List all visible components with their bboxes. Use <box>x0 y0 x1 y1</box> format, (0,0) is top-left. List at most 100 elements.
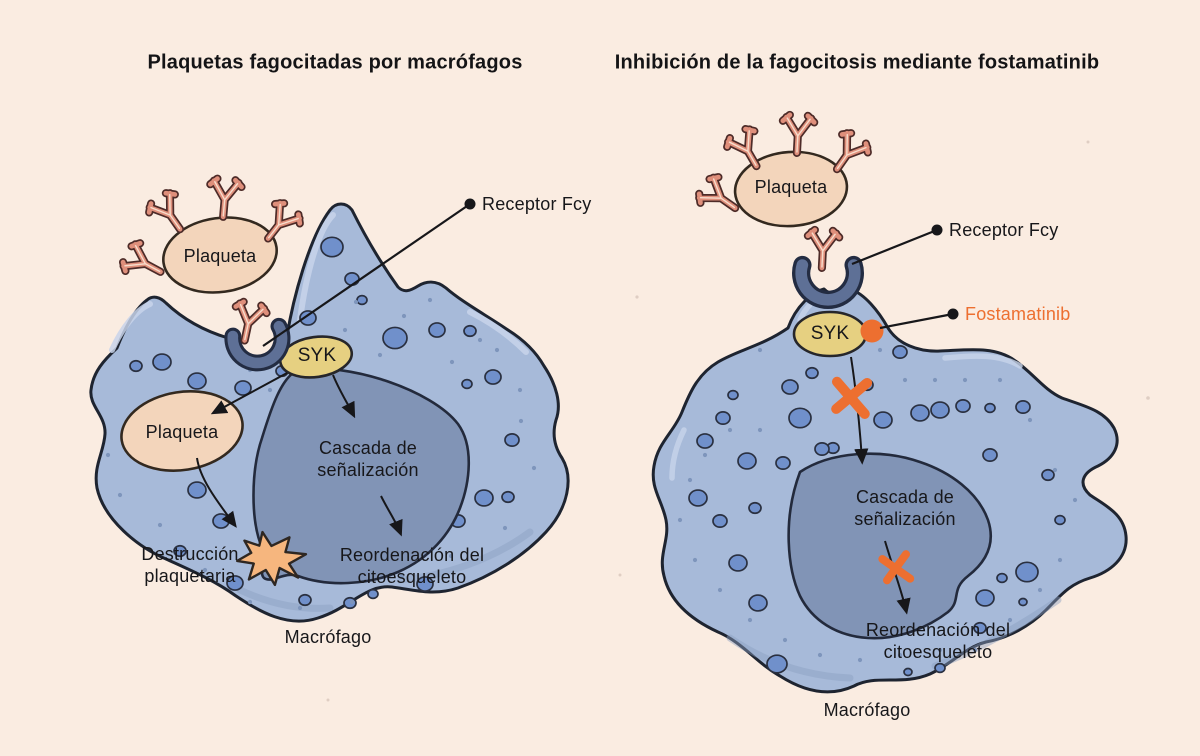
cell-spot <box>129 359 143 373</box>
cell-speck <box>1072 497 1078 503</box>
cell-spot <box>428 322 446 338</box>
cell-speck <box>399 573 405 579</box>
cell-spot <box>320 236 344 258</box>
cell-speck <box>727 427 733 433</box>
cell-spot <box>930 401 950 419</box>
cell-speck <box>1037 587 1043 593</box>
cell-spot <box>234 380 252 396</box>
cell-speck <box>717 587 723 593</box>
left-outer-platelet <box>162 216 278 294</box>
cell-speck <box>747 617 753 623</box>
cell-speck <box>877 347 883 353</box>
right-platelet <box>733 150 849 228</box>
right-fc-receptor <box>801 265 855 300</box>
cell-speck <box>117 492 123 498</box>
right-macrophage-label: Macrófago <box>823 700 911 720</box>
cell-speck <box>857 657 863 663</box>
platelet-destruction-star <box>236 530 308 587</box>
cell-speck <box>962 377 968 383</box>
cell-speck <box>353 299 359 305</box>
cell-spot <box>1041 468 1055 482</box>
left-panel-title: Plaquetas fagocitadas por macrófagos <box>147 51 523 74</box>
cell-spot <box>748 501 762 515</box>
right-reorder-label: Reordenación del citoesqueleto <box>865 620 1011 662</box>
cell-spot <box>344 271 360 287</box>
cell-spot <box>975 589 995 607</box>
antibody-icon <box>120 240 168 285</box>
cell-spot <box>416 576 434 592</box>
cell-speck <box>997 377 1003 383</box>
right-nucleus <box>787 452 993 640</box>
cell-speck <box>349 599 355 605</box>
cell-spot <box>873 411 893 429</box>
left-fc-receptor <box>232 326 287 368</box>
cell-speck <box>1007 617 1013 623</box>
cell-speck <box>342 327 348 333</box>
cell-spot <box>814 441 830 457</box>
left-cell-highlight <box>109 212 529 355</box>
right-panel-title: Inhibición de la fagocitosis mediante fo… <box>614 51 1100 74</box>
cell-spot <box>173 544 187 558</box>
cell-speck <box>494 347 500 353</box>
cell-spot <box>696 433 714 449</box>
cell-speck <box>902 377 908 383</box>
cell-speck <box>427 297 433 303</box>
cell-speck <box>531 465 537 471</box>
cell-speck <box>517 387 523 393</box>
left-reorder-label: Reordenación del citoesqueleto <box>339 545 485 587</box>
cell-speck <box>297 605 303 611</box>
right-receptor-label: Receptor Fcy <box>949 220 1059 240</box>
background-speckles <box>326 140 1150 702</box>
cell-speck <box>477 337 483 343</box>
cell-spot <box>212 513 230 529</box>
right-platelet-label: Plaqueta <box>754 177 828 197</box>
left-cell-shade <box>236 528 534 612</box>
cell-speck <box>518 418 524 424</box>
cell-spot <box>187 481 207 499</box>
left-arrows <box>196 372 403 537</box>
left-nucleus <box>252 367 471 585</box>
cell-spot <box>715 410 731 426</box>
cell-speck <box>157 522 163 528</box>
cell-spot <box>737 452 757 470</box>
cell-speck <box>702 452 708 458</box>
cell-spot <box>910 404 930 422</box>
cell-spot <box>1054 514 1066 526</box>
cell-speck <box>1057 557 1063 563</box>
cell-spot <box>463 324 477 338</box>
cell-spot <box>903 667 913 677</box>
cell-speck <box>247 599 253 605</box>
cell-spot <box>748 594 768 612</box>
cell-speck <box>377 352 383 358</box>
cell-spot <box>501 490 515 504</box>
left-syk-label: SYK <box>297 345 337 366</box>
cell-spot <box>766 654 788 674</box>
cell-speck <box>817 652 823 658</box>
cell-spot <box>984 402 996 414</box>
cell-speck <box>202 567 208 573</box>
cell-speck <box>502 525 508 531</box>
cell-spot <box>805 366 819 380</box>
right-cascade-label: Cascada de señalización <box>854 487 956 529</box>
cell-speck <box>757 427 763 433</box>
cell-speck <box>757 347 763 353</box>
cell-spot <box>382 326 408 350</box>
cell-speck <box>972 647 978 653</box>
cell-speck <box>782 637 788 643</box>
cell-spot <box>727 389 739 401</box>
cell-spot <box>781 379 799 395</box>
cell-spot <box>187 372 207 390</box>
cell-speck <box>449 359 455 365</box>
left-receptor-label: Receptor Fcy <box>482 194 592 214</box>
fostamatinib-dot <box>860 319 884 343</box>
cell-speck <box>105 452 111 458</box>
fostamatinib-leader <box>879 308 959 330</box>
cell-speck <box>1027 417 1033 423</box>
cell-spot <box>1015 399 1031 415</box>
cell-speck <box>401 313 407 319</box>
left-macrophage-cell <box>89 202 570 623</box>
left-outer-platelet-label: Plaqueta <box>183 246 257 266</box>
cell-spot <box>955 398 971 414</box>
